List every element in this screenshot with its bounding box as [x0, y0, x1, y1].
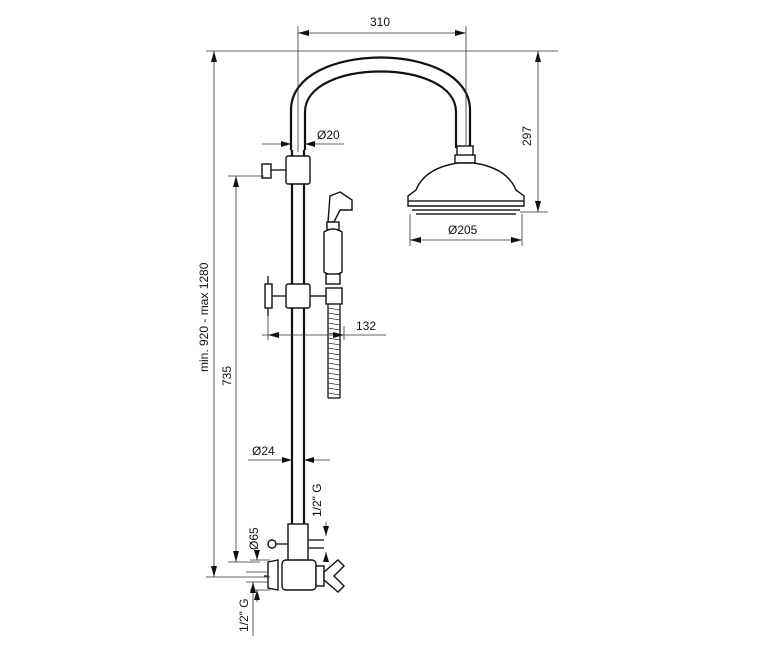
dim-head-diameter: [409, 214, 523, 246]
riser-pipe: [290, 150, 306, 525]
arm-diameter-label: Ø20: [317, 128, 340, 142]
dim-arm-reach: [297, 26, 467, 152]
head-height-label: 297: [520, 126, 534, 146]
handshower-offset-label: 132: [356, 319, 376, 333]
escutcheon-diameter-label: Ø65: [247, 527, 261, 550]
rain-shower-head: [407, 145, 525, 215]
diverter-coupling: [261, 155, 311, 185]
dim-rail-diameter: [248, 457, 330, 463]
dim-arm-diameter: [262, 141, 344, 147]
dim-inlet-thread: [246, 571, 268, 636]
total-height-label: min. 920 - max 1280: [197, 262, 211, 372]
shower-arm: [289, 56, 472, 150]
hand-shower: [323, 191, 353, 285]
slider-bracket: [264, 276, 343, 316]
outlet-thread-label: 1/2" G: [310, 483, 324, 517]
rail-diameter-label: Ø24: [252, 444, 275, 458]
dim-head-height: [206, 50, 558, 213]
inlet-thread-label: 1/2" G: [237, 598, 251, 632]
dim-rail-height: [228, 175, 264, 563]
flexible-hose: [327, 304, 341, 399]
dim-escutcheon-diameter: [250, 550, 270, 602]
dim-handshower-offset: [262, 316, 386, 340]
mixer-valve: [264, 523, 345, 593]
arm-reach-label: 310: [370, 15, 390, 29]
dim-total-height: [206, 51, 270, 578]
head-diameter-label: Ø205: [448, 223, 478, 237]
dim-outlet-thread: [323, 522, 329, 562]
rail-height-label: 735: [220, 366, 234, 386]
